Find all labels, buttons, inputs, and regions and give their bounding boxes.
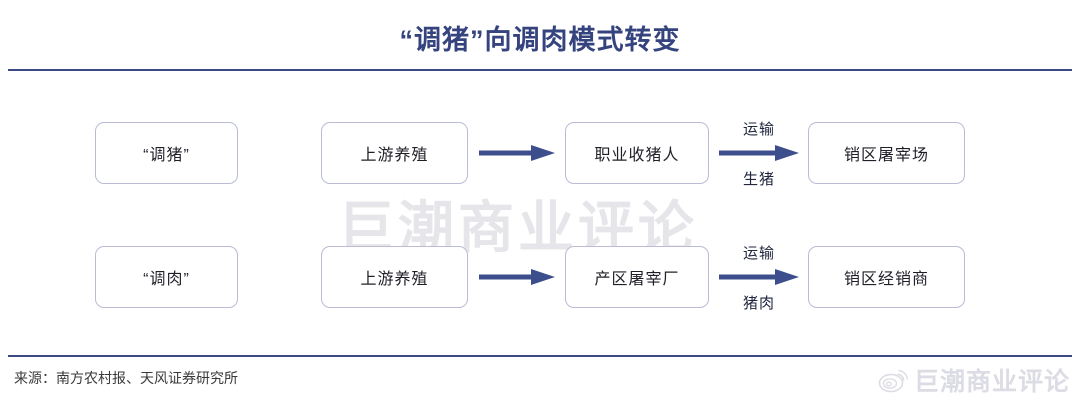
- arrow-row2-upstream-to-middle: [479, 269, 555, 285]
- source-note: 来源：南方农村报、天风证券研究所: [14, 370, 238, 386]
- arrow-right-icon: [719, 145, 799, 161]
- divider-top: [8, 69, 1072, 71]
- node-row1-label-text: “调猪”: [143, 147, 190, 164]
- brand-watermark: 巨潮商业评论: [878, 362, 1070, 398]
- flow-row-1: “调猪” 上游养殖 职业收猪人 运输 生猪 销区屠宰场: [0, 121, 1080, 188]
- node-row2-upstream-text: 上游养殖: [360, 271, 429, 288]
- arrow-right-icon: [479, 145, 555, 161]
- node-row2-end-text: 销区经销商: [843, 271, 929, 288]
- node-row1-end: 销区屠宰场: [808, 122, 965, 184]
- flow-row-2: “调肉” 上游养殖 产区屠宰厂 运输 猪肉 销区经销商: [0, 245, 1080, 312]
- arrow-row1-upstream-to-middle: [479, 145, 555, 161]
- arrow-row2-middle-to-end: 运输 猪肉: [718, 232, 800, 322]
- brand-name: 巨潮商业评论: [913, 368, 1070, 396]
- node-row1-middle: 职业收猪人: [565, 122, 709, 184]
- node-row1-middle-text: 职业收猪人: [594, 147, 680, 164]
- node-row1-end-text: 销区屠宰场: [843, 147, 929, 164]
- arrow-row2-label-below: 猪肉: [742, 295, 775, 312]
- arrow-row2-label-above: 运输: [742, 245, 775, 262]
- node-row2-label: “调肉”: [95, 246, 238, 308]
- node-row2-middle-text: 产区屠宰厂: [594, 271, 680, 288]
- divider-bottom: [8, 355, 1072, 357]
- arrow-right-icon: [479, 269, 555, 285]
- node-row1-upstream: 上游养殖: [321, 122, 468, 184]
- arrow-row1-middle-to-end: 运输 生猪: [718, 108, 800, 198]
- node-row1-label: “调猪”: [95, 122, 238, 184]
- node-row2-end: 销区经销商: [808, 246, 965, 308]
- arrow-row1-label-above: 运输: [742, 121, 775, 138]
- node-row2-upstream: 上游养殖: [321, 246, 468, 308]
- arrow-row1-label-below: 生猪: [742, 171, 775, 188]
- node-row2-label-text: “调肉”: [143, 271, 190, 288]
- node-row1-upstream-text: 上游养殖: [360, 147, 429, 164]
- node-row2-middle: 产区屠宰厂: [565, 246, 709, 308]
- page-title: “调猪”向调肉模式转变: [399, 25, 681, 55]
- arrow-right-icon: [719, 269, 799, 285]
- weibo-icon: [878, 369, 908, 393]
